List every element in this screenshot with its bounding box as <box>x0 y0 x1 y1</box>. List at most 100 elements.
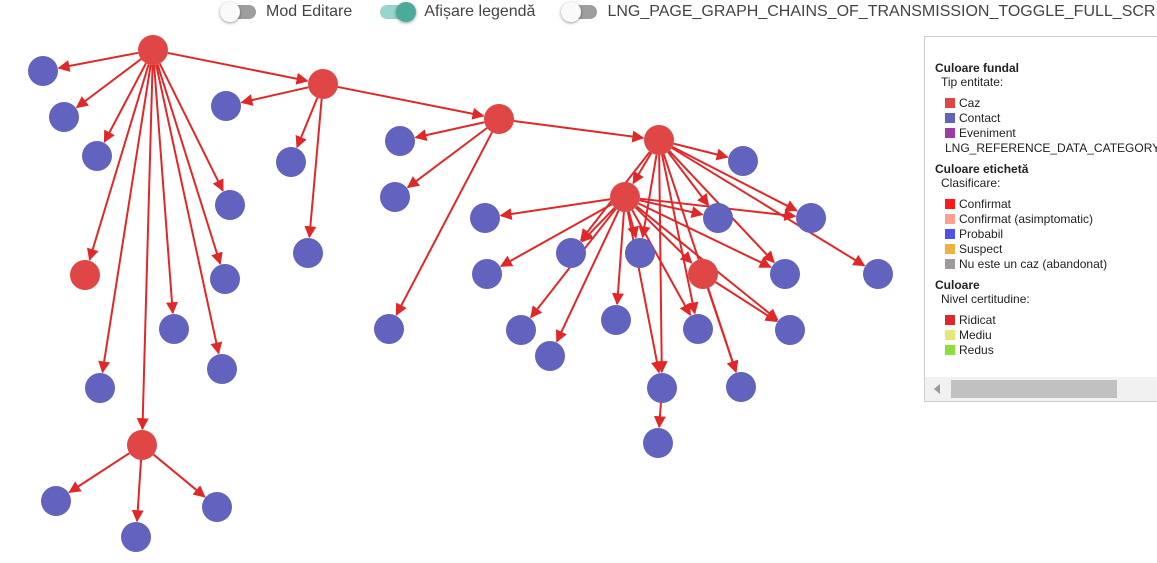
contact-node[interactable] <box>28 56 58 86</box>
legend-swatch <box>945 97 955 108</box>
contact-node[interactable] <box>625 238 655 268</box>
case-node[interactable] <box>138 35 168 65</box>
transmission-edge[interactable] <box>75 58 142 109</box>
contact-node[interactable] <box>374 314 404 344</box>
transmission-edge[interactable] <box>87 64 150 261</box>
transmission-edge[interactable] <box>671 145 798 212</box>
transmission-edge[interactable] <box>98 64 152 374</box>
legend-horizontal-scrollbar[interactable] <box>925 377 1157 401</box>
contact-node[interactable] <box>775 315 805 345</box>
transmission-edge[interactable] <box>152 453 206 498</box>
case-node[interactable] <box>644 125 674 155</box>
transmission-edge[interactable] <box>167 51 309 85</box>
contact-node[interactable] <box>82 141 112 171</box>
legend-group-title: Culoare fundal <box>935 61 1020 75</box>
transmission-edge[interactable] <box>337 85 485 120</box>
transmission-edge[interactable] <box>661 154 699 315</box>
transmission-edge[interactable] <box>155 64 223 355</box>
transmission-edge[interactable] <box>667 151 710 207</box>
transmission-edge[interactable] <box>158 62 224 192</box>
contact-node[interactable] <box>535 341 565 371</box>
transmission-edge[interactable] <box>638 202 772 268</box>
case-node[interactable] <box>308 69 338 99</box>
case-node[interactable] <box>70 260 100 290</box>
contact-node[interactable] <box>643 428 673 458</box>
contact-node[interactable] <box>556 238 586 268</box>
transmission-edge[interactable] <box>706 287 739 373</box>
transmission-edge[interactable] <box>414 121 485 142</box>
transmission-edge[interactable] <box>653 402 666 429</box>
contact-node[interactable] <box>770 259 800 289</box>
contact-node[interactable] <box>726 372 756 402</box>
contact-node[interactable] <box>472 259 502 289</box>
contact-node[interactable] <box>601 305 631 335</box>
transmission-edge[interactable] <box>715 281 778 323</box>
case-node[interactable] <box>484 104 514 134</box>
transmission-edge[interactable] <box>304 98 323 239</box>
contact-node[interactable] <box>470 203 500 233</box>
transmission-edge[interactable] <box>632 152 653 185</box>
transmission-edge[interactable] <box>638 154 658 239</box>
transmission-edge[interactable] <box>499 203 613 268</box>
transmission-edge[interactable] <box>57 51 139 72</box>
transmission-edge[interactable] <box>68 452 130 494</box>
transmission-edge[interactable] <box>513 119 645 143</box>
contact-node[interactable] <box>385 126 415 156</box>
transmission-edge[interactable] <box>156 64 223 265</box>
transmission-edge[interactable] <box>555 210 620 343</box>
contact-node[interactable] <box>85 373 115 403</box>
contact-node[interactable] <box>211 91 241 121</box>
contact-node[interactable] <box>159 314 189 344</box>
transmission-edge[interactable] <box>499 198 611 220</box>
legend-swatch <box>945 314 955 325</box>
contact-node[interactable] <box>49 102 79 132</box>
transmission-edge[interactable] <box>634 206 693 264</box>
case-node[interactable] <box>127 430 157 460</box>
contact-node[interactable] <box>202 492 232 522</box>
transmission-edge[interactable] <box>673 142 729 161</box>
case-node[interactable] <box>610 182 640 212</box>
transmission-edge[interactable] <box>639 199 704 218</box>
transmission-edge[interactable] <box>631 209 692 317</box>
contact-node[interactable] <box>506 315 536 345</box>
contact-node[interactable] <box>210 264 240 294</box>
contact-node[interactable] <box>276 147 306 177</box>
contact-node[interactable] <box>796 203 826 233</box>
contact-node[interactable] <box>121 522 151 552</box>
contact-node[interactable] <box>647 373 677 403</box>
contact-node[interactable] <box>293 238 323 268</box>
contact-node[interactable] <box>728 146 758 176</box>
transmission-edge[interactable] <box>581 207 616 243</box>
legend-item: Confirmat (asimptomatic) <box>945 211 1157 226</box>
transmission-edge[interactable] <box>240 86 309 106</box>
scrollbar-thumb[interactable] <box>951 380 1117 398</box>
transmission-edge[interactable] <box>153 64 178 315</box>
contact-node[interactable] <box>863 259 893 289</box>
legend-swatch <box>945 127 955 138</box>
contact-node[interactable] <box>41 486 71 516</box>
transmission-edge[interactable] <box>136 64 154 431</box>
transmission-edge[interactable] <box>626 211 663 374</box>
transmission-edge[interactable] <box>295 97 319 149</box>
toggle-full-screen[interactable]: LNG_PAGE_GRAPH_CHAINS_OF_TRANSMISSION_TO… <box>561 2 1155 22</box>
transmission-edge[interactable] <box>655 154 668 374</box>
transmission-chain-graph[interactable] <box>0 0 920 563</box>
toggle-show-legend[interactable]: Afișare legendă <box>380 2 535 22</box>
transmission-edge[interactable] <box>627 211 639 239</box>
toggle-edit-mode[interactable]: Mod Editare <box>220 2 352 22</box>
transmission-edge[interactable] <box>103 62 147 143</box>
contact-node[interactable] <box>380 182 410 212</box>
transmission-edge[interactable] <box>131 459 144 523</box>
contact-node[interactable] <box>207 354 237 384</box>
contact-node[interactable] <box>215 190 245 220</box>
transmission-edge[interactable] <box>671 146 866 267</box>
transmission-edge[interactable] <box>406 127 488 189</box>
case-node[interactable] <box>688 259 718 289</box>
legend-item: Probabil <box>945 226 1157 241</box>
transmission-edge[interactable] <box>395 131 493 316</box>
contact-node[interactable] <box>683 314 713 344</box>
scroll-left-icon[interactable] <box>934 384 940 394</box>
contact-node[interactable] <box>703 203 733 233</box>
transmission-edge[interactable] <box>611 211 625 306</box>
